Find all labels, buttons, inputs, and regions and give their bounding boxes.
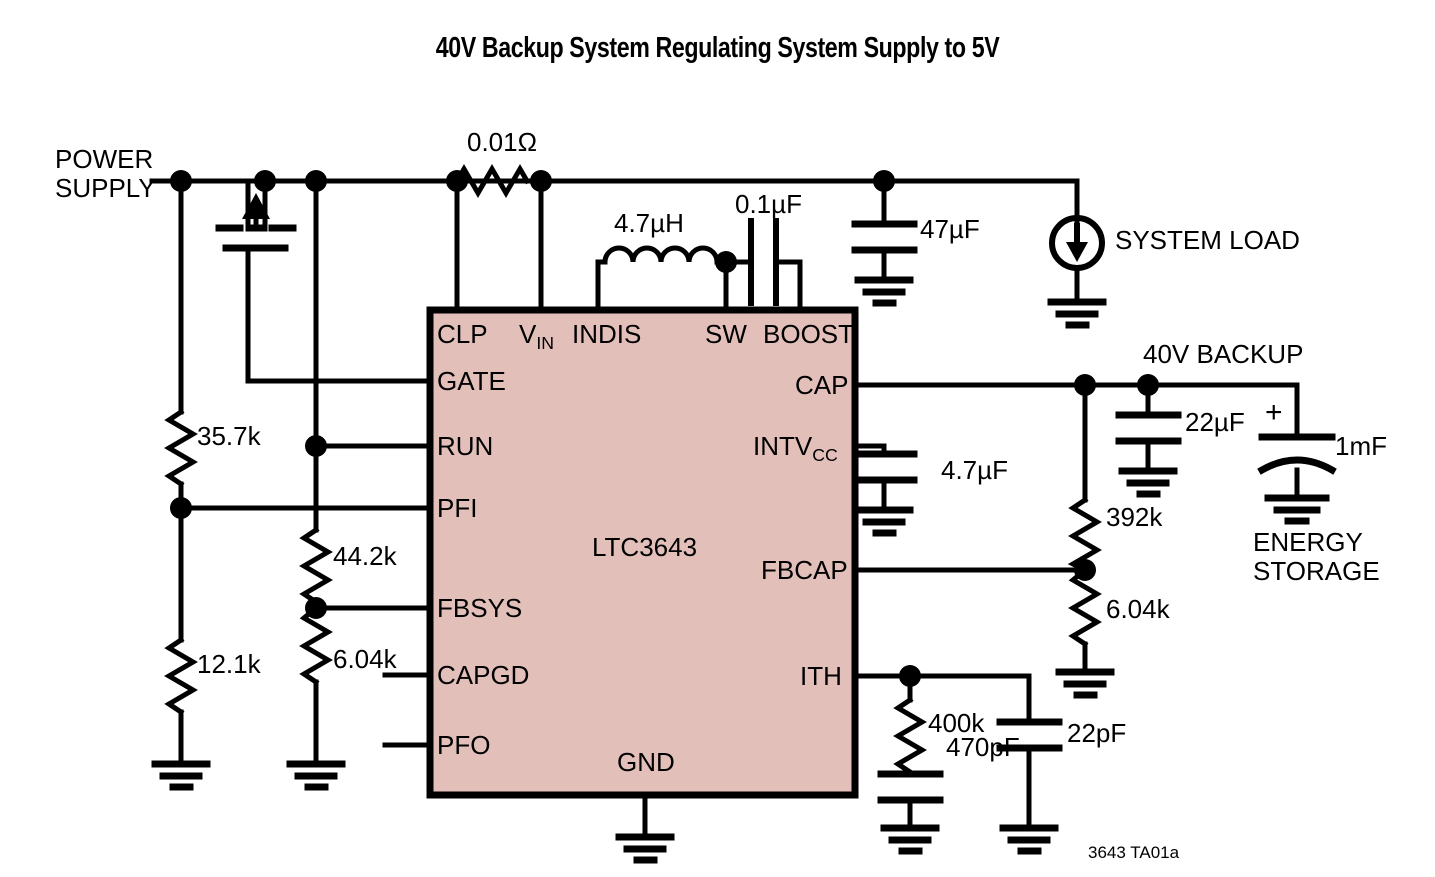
- junction-dot: [254, 170, 276, 192]
- ic-part-number: LTC3643: [592, 532, 698, 562]
- wire-cboost-to-boost-pin: [773, 259, 803, 313]
- component-label-boost-cap: 0.1µF: [735, 189, 803, 219]
- component-label-sys-cap: 47µF: [920, 214, 980, 244]
- component-label-c22pf: 22pF: [1067, 718, 1127, 748]
- junction-dot: [899, 665, 921, 687]
- pin-label-boost: BOOST: [763, 319, 855, 349]
- junction-dot: [1074, 559, 1096, 581]
- component-label-rsense: 0.01Ω: [467, 127, 538, 157]
- component-label-r357k: 35.7k: [197, 421, 261, 451]
- resistor-400k: [893, 696, 927, 776]
- mosfet-arrow-head: [242, 193, 270, 219]
- junction-dot: [305, 597, 327, 619]
- junction-dot: [715, 251, 737, 273]
- page-title: 40V Backup System Regulating System Supp…: [435, 32, 1000, 64]
- pin-label-pfi: PFI: [437, 493, 478, 523]
- component-label-r604k-left: 6.04k: [333, 644, 397, 674]
- wire-intvcc: [852, 443, 887, 455]
- polarity-plus-label: +: [1265, 396, 1283, 429]
- junction-dot: [305, 170, 327, 192]
- current-source-arrow-head: [1066, 242, 1088, 262]
- junction-dot: [530, 170, 552, 192]
- junction-dot: [1137, 374, 1159, 396]
- component-label-r442k: 44.2k: [333, 541, 397, 571]
- pin-label-cap: CAP: [795, 370, 849, 400]
- cap-1mf-plate-curved: [1257, 456, 1337, 475]
- resistor-35k7: [164, 408, 198, 488]
- pin-label-gate: GATE: [437, 366, 506, 396]
- junction-dot: [305, 435, 327, 457]
- net-label-system-load: SYSTEM LOAD: [1115, 225, 1300, 255]
- junction-dot: [446, 170, 468, 192]
- component-label-r400k: 400k: [928, 708, 985, 738]
- component-label-r392k: 392k: [1106, 502, 1163, 532]
- pin-label-ith: ITH: [800, 661, 842, 691]
- component-label-intvcc-cap: 4.7µF: [941, 455, 1009, 485]
- pin-label-clp: CLP: [437, 319, 488, 349]
- component-label-r604k-right: 6.04k: [1106, 594, 1170, 624]
- component-label-storage-cap: 1mF: [1335, 431, 1387, 461]
- junction-dots: [170, 170, 1159, 687]
- component-label-r121k: 12.1k: [197, 649, 261, 679]
- net-label-backup-rail: 40V BACKUP: [1143, 339, 1304, 369]
- pin-label-vin: VIN: [519, 319, 555, 354]
- footer-id: 3643 TA01a: [1088, 843, 1180, 862]
- pin-label-fbsys: FBSYS: [437, 593, 523, 623]
- resistor-6k04-right: [1068, 566, 1102, 648]
- pin-label-capgd: CAPGD: [437, 660, 530, 690]
- pin-label-fbcap: FBCAP: [761, 555, 848, 585]
- resistor-6k04-left: [299, 604, 333, 686]
- pin-label-gnd: GND: [617, 747, 675, 777]
- junction-dot: [170, 497, 192, 519]
- component-label-inductor: 4.7µH: [614, 208, 684, 238]
- resistor-rsense: [453, 164, 531, 198]
- component-label-backup-cap: 22µF: [1185, 407, 1245, 437]
- ic-body: [426, 306, 859, 799]
- resistor-44k2: [299, 526, 333, 606]
- inductor-coil: [602, 245, 720, 265]
- wire-gate-to-pin: [245, 245, 433, 384]
- junction-dot: [1074, 374, 1096, 396]
- pin-label-intvcc: INTVCC: [753, 431, 838, 466]
- junction-dot: [170, 170, 192, 192]
- junction-dot: [873, 170, 895, 192]
- pin-label-run: RUN: [437, 431, 494, 461]
- pin-label-sw: SW: [705, 319, 747, 349]
- pin-label-indis: INDIS: [572, 319, 642, 349]
- resistor-12k1: [164, 636, 198, 716]
- resistor-392k: [1067, 496, 1102, 574]
- component-label-c470pf: 470pF: [946, 732, 1020, 762]
- wire-mosfet-drain: [219, 178, 251, 229]
- pin-label-pfo: PFO: [437, 730, 491, 760]
